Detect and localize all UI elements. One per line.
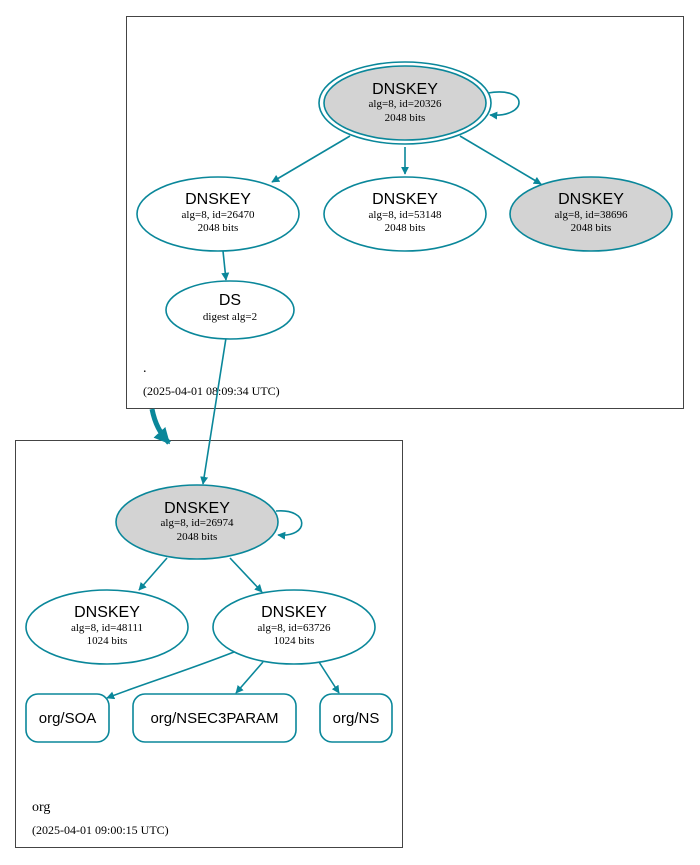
rrset-label: org/SOA — [39, 710, 97, 727]
node-shape — [136, 176, 300, 252]
node-detail-label: alg=8, id=38696 — [555, 209, 628, 221]
node-org-zsk-63726[interactable]: DNSKEY alg=8, id=63726 1024 bits — [212, 589, 376, 665]
node-type-label: DNSKEY — [372, 191, 438, 208]
node-size-label: 2048 bits — [385, 112, 426, 124]
zone-root-name: . — [143, 361, 147, 376]
node-org-ksk-26974[interactable]: DNSKEY alg=8, id=26974 2048 bits — [115, 484, 279, 560]
node-shape — [165, 280, 295, 340]
node-outer-ring — [318, 61, 492, 145]
node-size-label: 1024 bits — [87, 635, 128, 647]
edge-org-zsk-63726-to-rr-ns — [318, 661, 340, 694]
node-type-label: DNSKEY — [558, 191, 624, 208]
node-detail-label: alg=8, id=26974 — [161, 517, 234, 529]
rrset-label: org/NSEC3PARAM — [150, 710, 278, 727]
node-detail-label: alg=8, id=26470 — [182, 209, 255, 221]
rrset-shape — [25, 693, 110, 743]
node-type-label: DNSKEY — [261, 604, 327, 621]
rrset-org-soa[interactable]: org/SOA — [25, 693, 110, 743]
edge-org-ksk-26974-self — [275, 510, 303, 540]
zone-org-border — [15, 440, 403, 848]
node-root-ksk-20326[interactable]: DNSKEY alg=8, id=20326 2048 bits — [318, 61, 492, 145]
edge-org-ksk-26974-to-org-zsk-63726 — [229, 557, 263, 593]
edge-root-ksk-20326-to-root-zsk-26470 — [271, 135, 351, 183]
node-detail-label: alg=8, id=63726 — [258, 622, 331, 634]
node-detail-label: digest alg=2 — [203, 311, 257, 323]
rrset-org-nsec3param[interactable]: org/NSEC3PARAM — [132, 693, 297, 743]
zone-org-name: org — [32, 800, 50, 815]
node-type-label: DNSKEY — [185, 191, 251, 208]
zone-cluster-root: . (2025-04-01 08:09:34 UTC) — [126, 16, 684, 409]
node-size-label: 2048 bits — [198, 222, 239, 234]
node-shape — [25, 589, 189, 665]
node-size-label: 2048 bits — [177, 531, 218, 543]
node-type-label: DS — [219, 292, 241, 309]
node-org-ds[interactable]: DS digest alg=2 — [165, 280, 295, 340]
node-type-label: DNSKEY — [74, 604, 140, 621]
node-org-zsk-48111[interactable]: DNSKEY alg=8, id=48111 1024 bits — [25, 589, 189, 665]
node-shape — [212, 589, 376, 665]
rrset-org-ns[interactable]: org/NS — [319, 693, 393, 743]
edge-org-zsk-63726-to-rr-nsec3param — [235, 661, 264, 694]
node-detail-label: alg=8, id=53148 — [369, 209, 442, 221]
node-type-label: DNSKEY — [372, 81, 438, 98]
node-size-label: 2048 bits — [571, 222, 612, 234]
edge-root-ksk-20326-to-root-ksk-38696 — [459, 135, 542, 185]
node-shape — [323, 65, 487, 141]
zone-root-border — [126, 16, 684, 409]
rrset-label: org/NS — [333, 710, 380, 727]
zone-root-timestamp: (2025-04-01 08:09:34 UTC) — [143, 384, 280, 398]
rrset-shape — [132, 693, 297, 743]
node-root-ksk-38696[interactable]: DNSKEY alg=8, id=38696 2048 bits — [509, 176, 673, 252]
zone-org-timestamp: (2025-04-01 09:00:15 UTC) — [32, 823, 169, 837]
edge-org-ksk-26974-to-org-zsk-48111 — [138, 557, 168, 591]
node-type-label: DNSKEY — [164, 500, 230, 517]
edge-org-ds-to-org-ksk-26974 — [200, 337, 227, 485]
node-root-zsk-53148[interactable]: DNSKEY alg=8, id=53148 2048 bits — [323, 176, 487, 252]
edge-root-zsk-26470-to-org-ds — [221, 250, 230, 281]
edge-root-ksk-20326-self — [487, 91, 520, 120]
rrset-shape — [319, 693, 393, 743]
edges — [106, 91, 542, 700]
node-detail-label: alg=8, id=20326 — [369, 98, 442, 110]
node-shape — [115, 484, 279, 560]
node-root-zsk-26470[interactable]: DNSKEY alg=8, id=26470 2048 bits — [136, 176, 300, 252]
node-size-label: 2048 bits — [385, 222, 426, 234]
node-detail-label: alg=8, id=48111 — [71, 622, 143, 634]
node-size-label: 1024 bits — [274, 635, 315, 647]
zone-cluster-org: org (2025-04-01 09:00:15 UTC) — [15, 440, 403, 848]
edge-org-zsk-63726-to-rr-soa — [106, 651, 235, 700]
edge-root-to-org-delegation — [149, 408, 171, 445]
node-shape — [509, 176, 673, 252]
node-shape — [323, 176, 487, 252]
